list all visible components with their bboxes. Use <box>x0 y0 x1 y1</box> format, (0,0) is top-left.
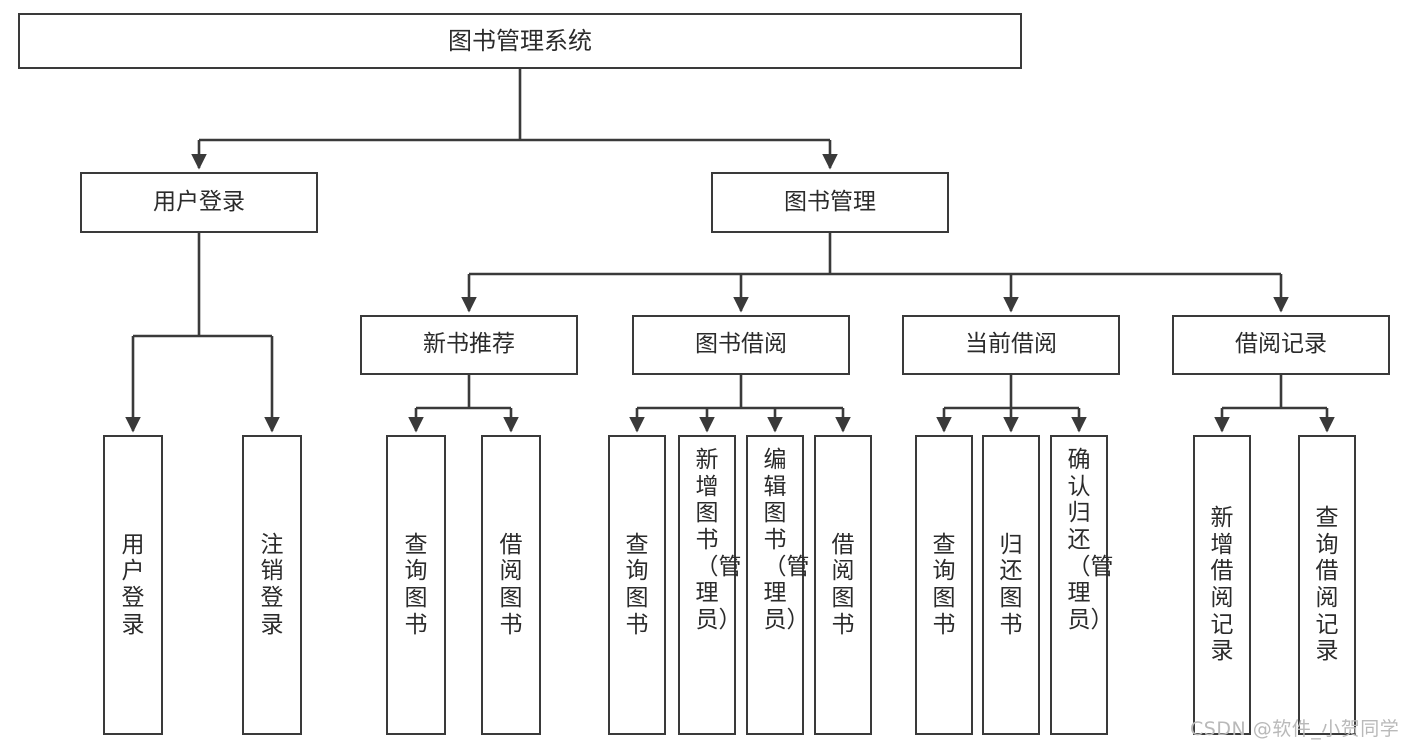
csdn-watermark: CSDN @软件_小贺同学 <box>1190 718 1400 740</box>
node-label: 归还图书 <box>999 531 1023 638</box>
node-leaf-return-book[interactable]: 归还图书 <box>982 435 1040 735</box>
node-leaf-borrow-book-2[interactable]: 借阅图书 <box>814 435 872 735</box>
node-label: 借阅图书 <box>499 531 523 638</box>
node-label: 借阅图书 <box>831 531 855 638</box>
node-label: 新增借阅记录 <box>1210 504 1234 665</box>
node-label: 图书借阅 <box>695 331 787 358</box>
node-label: 查询图书 <box>625 531 649 638</box>
node-leaf-borrow-book-1[interactable]: 借阅图书 <box>481 435 541 735</box>
node-label: 编辑图书（管理员） <box>763 447 810 634</box>
node-new-book-rec[interactable]: 新书推荐 <box>360 315 578 375</box>
node-leaf-query-book-2[interactable]: 查询图书 <box>608 435 666 735</box>
node-label: 当前借阅 <box>965 331 1057 358</box>
node-label: 新书推荐 <box>423 331 515 358</box>
node-leaf-query-record[interactable]: 查询借阅记录 <box>1298 435 1356 735</box>
node-label: 注销登录 <box>260 531 284 638</box>
node-leaf-query-book-3[interactable]: 查询图书 <box>915 435 973 735</box>
node-root[interactable]: 图书管理系统 <box>18 13 1022 69</box>
node-book-manage[interactable]: 图书管理 <box>711 172 949 233</box>
node-user-login[interactable]: 用户登录 <box>80 172 318 233</box>
node-current-borrow[interactable]: 当前借阅 <box>902 315 1120 375</box>
node-leaf-add-record[interactable]: 新增借阅记录 <box>1193 435 1251 735</box>
node-label: 查询图书 <box>932 531 956 638</box>
node-label: 查询借阅记录 <box>1315 504 1339 665</box>
node-borrow-record[interactable]: 借阅记录 <box>1172 315 1390 375</box>
node-label: 借阅记录 <box>1235 331 1327 358</box>
node-leaf-user-login[interactable]: 用户登录 <box>103 435 163 735</box>
node-label: 查询图书 <box>404 531 428 638</box>
node-leaf-confirm-return[interactable]: 确认归还（管理员） <box>1050 435 1114 735</box>
node-label: 用户登录 <box>153 188 245 215</box>
node-label: 图书管理系统 <box>448 26 592 55</box>
node-leaf-query-book-1[interactable]: 查询图书 <box>386 435 446 735</box>
node-label: 确认归还（管理员） <box>1067 447 1114 634</box>
node-label: 用户登录 <box>121 531 145 638</box>
node-label: 新增图书（管理员） <box>695 447 742 634</box>
node-book-borrow[interactable]: 图书借阅 <box>632 315 850 375</box>
node-label: 图书管理 <box>784 188 876 215</box>
node-leaf-edit-book[interactable]: 编辑图书（管理员） <box>746 435 810 735</box>
node-leaf-add-book[interactable]: 新增图书（管理员） <box>678 435 742 735</box>
node-leaf-logout[interactable]: 注销登录 <box>242 435 302 735</box>
